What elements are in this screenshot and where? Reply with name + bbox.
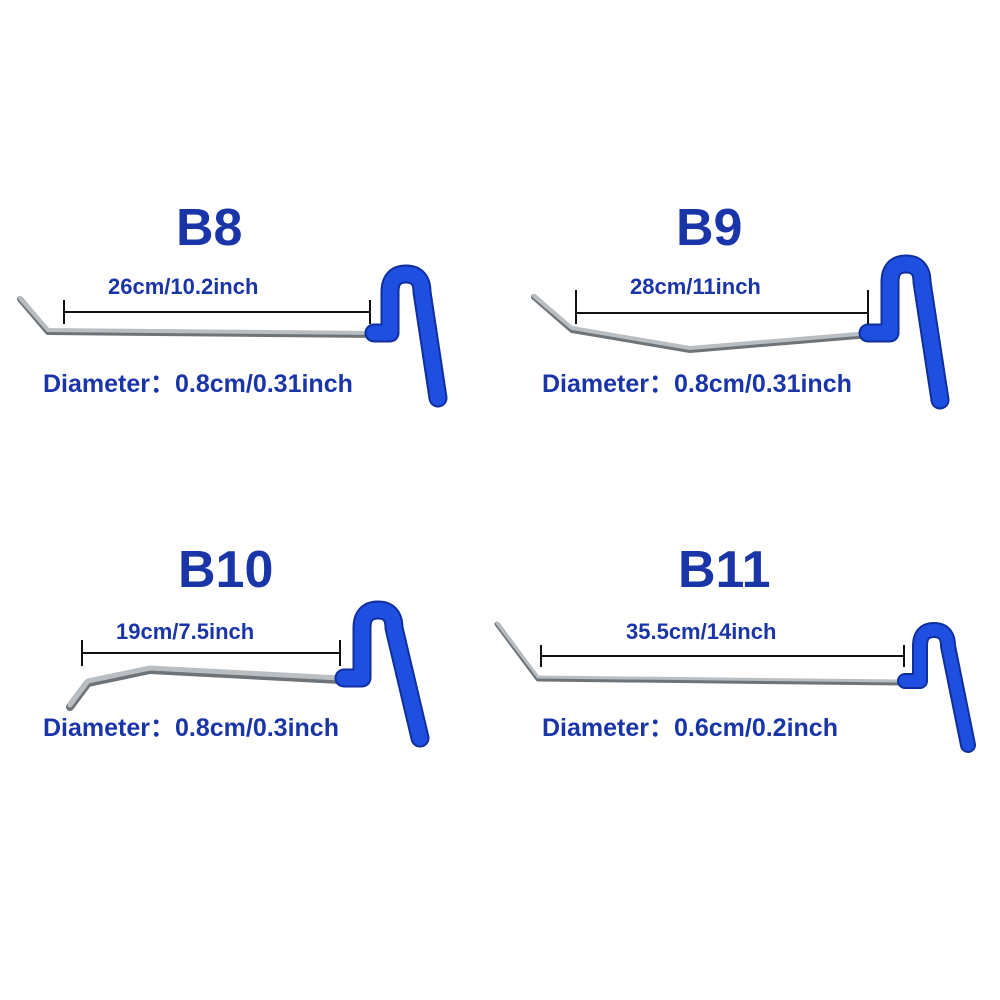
length-label: 28cm/11inch (630, 274, 761, 299)
tool-b11-illustration (494, 621, 976, 753)
diameter-text: Diameter：0.8cm/0.3inch (43, 716, 339, 741)
diameter-label: Diameter： (43, 714, 175, 742)
tool-b8-illustration (17, 264, 448, 408)
length-label: 35.5cm/14inch (626, 619, 777, 644)
dimension-line (63, 300, 371, 324)
dimension-line (575, 290, 869, 324)
t-handle (364, 264, 448, 408)
diameter-text: Diameter：0.8cm/0.31inch (43, 372, 353, 397)
model-label: B8 (176, 199, 243, 257)
tool-b8: B8 26cm/10.2inch Diameter：0.8cm/0.31inch (0, 0, 500, 500)
t-handle (897, 622, 976, 753)
tool-b11: B11 35.5cm/14inch Diameter：0.6cm/0.2inch (494, 500, 1000, 1000)
length-label: 19cm/7.5inch (116, 619, 255, 644)
diameter-label: Diameter： (542, 370, 674, 398)
model-label: B10 (178, 541, 274, 599)
rod (17, 296, 383, 338)
dimension-line (540, 645, 905, 667)
t-handle (858, 254, 950, 410)
rod (531, 294, 873, 353)
diameter-label: Diameter： (542, 714, 674, 742)
tool-b9-illustration (531, 254, 950, 410)
rod (66, 665, 344, 711)
diameter-value: 0.8cm/0.31inch (674, 370, 852, 398)
diameter-value: 0.8cm/0.31inch (175, 370, 353, 398)
tool-b10: B10 19cm/7.5inch Diameter：0.8cm/0.3inch (0, 500, 500, 1000)
diameter-value: 0.8cm/0.3inch (175, 714, 339, 742)
model-label: B11 (678, 541, 771, 599)
diameter-value: 0.6cm/0.2inch (674, 714, 838, 742)
t-handle (334, 600, 430, 748)
rod (494, 621, 908, 686)
tool-b10-illustration (66, 600, 430, 748)
diameter-label: Diameter： (43, 370, 175, 398)
diameter-text: Diameter：0.8cm/0.31inch (542, 372, 852, 397)
length-label: 26cm/10.2inch (108, 274, 259, 299)
model-label: B9 (676, 199, 743, 257)
tool-b9: B9 28cm/11inch Diameter：0.8cm/0.31inch (500, 0, 1000, 500)
dimension-line (81, 640, 341, 666)
diameter-text: Diameter：0.6cm/0.2inch (542, 716, 838, 741)
